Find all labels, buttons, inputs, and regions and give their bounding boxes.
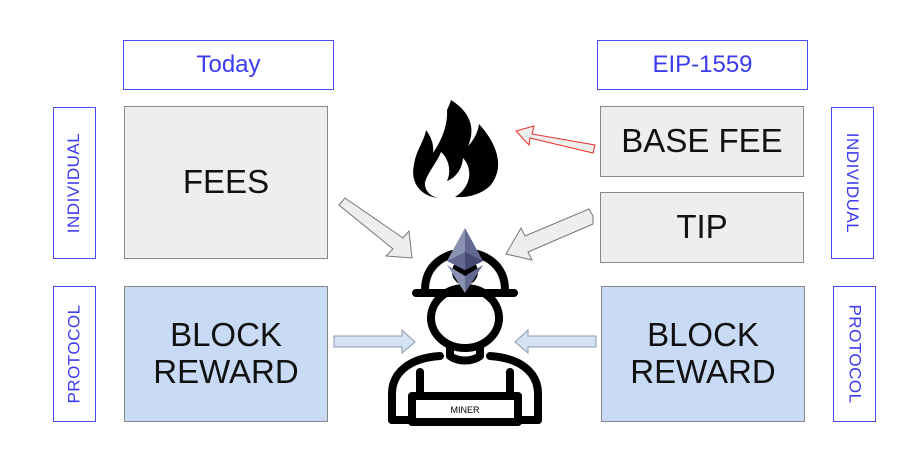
block-reward-left-line2: REWARD [153,353,299,390]
block-reward-right-arrow [514,328,597,355]
right-individual-label: INDIVIDUAL [831,107,874,259]
base-fee-label: BASE FEE [621,122,783,160]
today-header: Today [123,40,334,90]
flame-icon [413,100,499,198]
base-fee-box: BASE FEE [600,106,804,177]
ethereum-icon [447,228,483,293]
miner-icon [388,248,542,426]
miner-badge-label: MINER [451,405,481,415]
right-protocol-label: PROTOCOL [833,286,876,422]
eip-1559-header: EIP-1559 [597,40,808,90]
tip-label: TIP [676,208,728,246]
left-protocol-label: PROTOCOL [53,286,96,422]
block-reward-left-line1: BLOCK [170,316,282,354]
block-reward-right-line1: BLOCK [647,316,759,354]
fees-to-miner-arrow [338,197,413,259]
block-reward-left-arrow [333,328,416,355]
burn-arrow [515,125,596,154]
block-reward-right-box: BLOCK REWARD [601,286,805,422]
block-reward-right-line2: REWARD [630,353,776,390]
today-header-label: Today [196,51,261,78]
fees-label: FEES [182,163,270,201]
tip-box: TIP [600,192,804,263]
eip-header-label: EIP-1559 [652,51,753,78]
tip-to-miner-arrow [505,208,594,261]
fees-box: FEES [124,106,328,259]
left-individual-label: INDIVIDUAL [53,107,96,259]
block-reward-left-box: BLOCK REWARD [124,286,328,422]
